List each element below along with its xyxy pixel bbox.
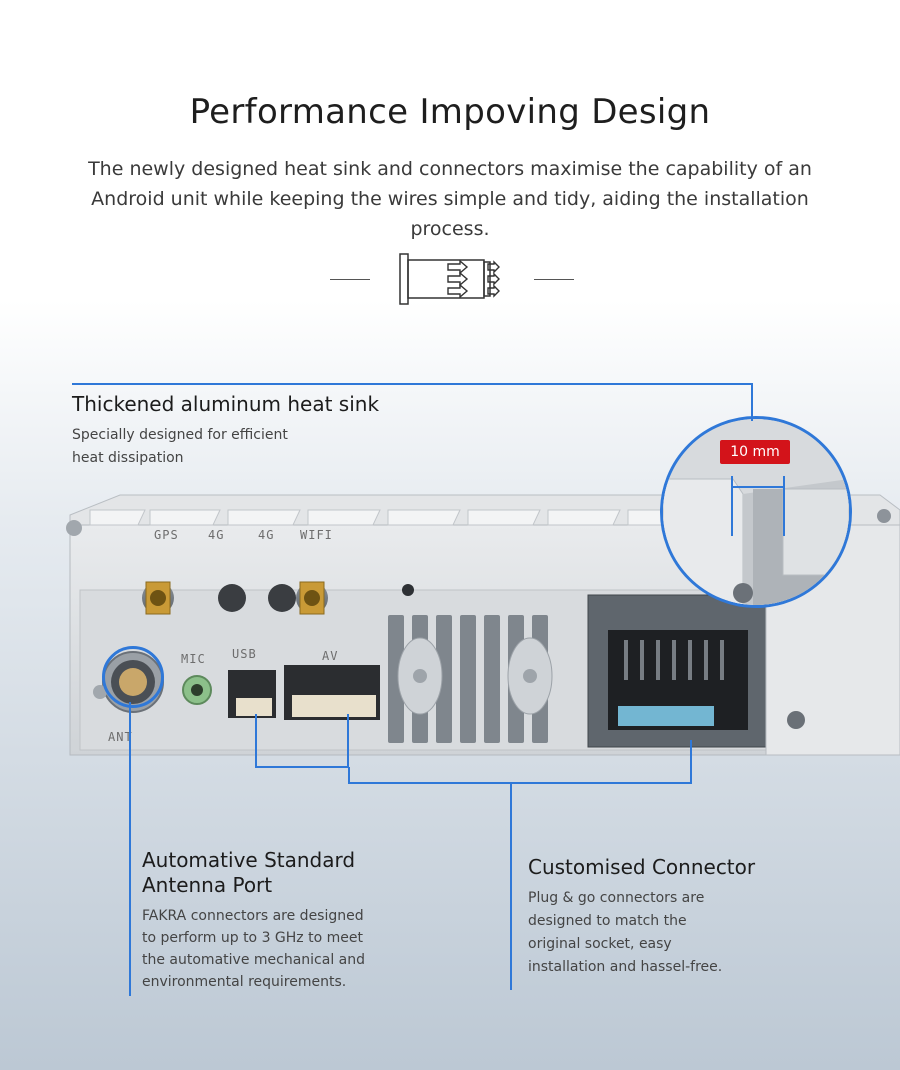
thickness-badge: 10 mm xyxy=(720,440,790,464)
usb-av-bridge xyxy=(255,766,349,768)
divider-right xyxy=(534,279,574,280)
heat-sink-desc-2: heat dissipation xyxy=(72,450,184,466)
antenna-title-2: Antenna Port xyxy=(142,873,273,897)
av-label: AV xyxy=(322,649,339,663)
wifi-label: WIFI xyxy=(300,528,333,542)
connector-callout-bar xyxy=(348,782,692,784)
measure-left-bar xyxy=(731,476,733,536)
usb-av-joint xyxy=(348,767,350,783)
av-callout-drop xyxy=(347,714,349,768)
connector-title: Customised Connector xyxy=(528,855,756,879)
4g-label-1: 4G xyxy=(208,528,225,542)
page-title: Performance Impoving Design xyxy=(189,92,711,132)
heat-sink-title: Thickened aluminum heat sink xyxy=(72,392,380,416)
antenna-desc-3: the automative mechanical and xyxy=(142,952,365,968)
ant-label: ANT xyxy=(108,730,133,744)
connector-desc-1: Plug & go connectors are xyxy=(528,890,705,906)
antenna-desc-4: environmental requirements. xyxy=(142,974,347,990)
heat-sink-callout-drop xyxy=(751,383,753,421)
divider-left xyxy=(330,279,370,280)
connector-desc-2: designed to match the xyxy=(528,913,687,929)
antenna-desc-1: FAKRA connectors are designed xyxy=(142,908,364,924)
4g-label-2: 4G xyxy=(258,528,275,542)
page-subtitle: The newly designed heat sink and connect… xyxy=(88,158,812,240)
connector-callout-line xyxy=(510,782,512,990)
heat-sink-desc-1: Specially designed for efficient xyxy=(72,427,288,443)
antenna-desc-2: to perform up to 3 GHz to meet xyxy=(142,930,363,946)
harness-callout-drop xyxy=(690,740,692,784)
measure-span-line xyxy=(733,486,783,488)
connector-desc-3: original socket, easy xyxy=(528,936,672,952)
measure-right-bar xyxy=(783,476,785,536)
antenna-title-1: Automative Standard xyxy=(142,848,356,872)
heat-sink-arrows-icon xyxy=(398,252,504,308)
connector-desc-4: installation and hassel-free. xyxy=(528,959,723,975)
usb-label: USB xyxy=(232,647,257,661)
heat-sink-callout-line xyxy=(72,383,753,385)
antenna-highlight-ring xyxy=(102,646,164,708)
gps-label: GPS xyxy=(154,528,179,542)
usb-callout-drop xyxy=(255,714,257,768)
mic-label: MIC xyxy=(181,652,206,666)
antenna-callout-line xyxy=(129,702,131,996)
